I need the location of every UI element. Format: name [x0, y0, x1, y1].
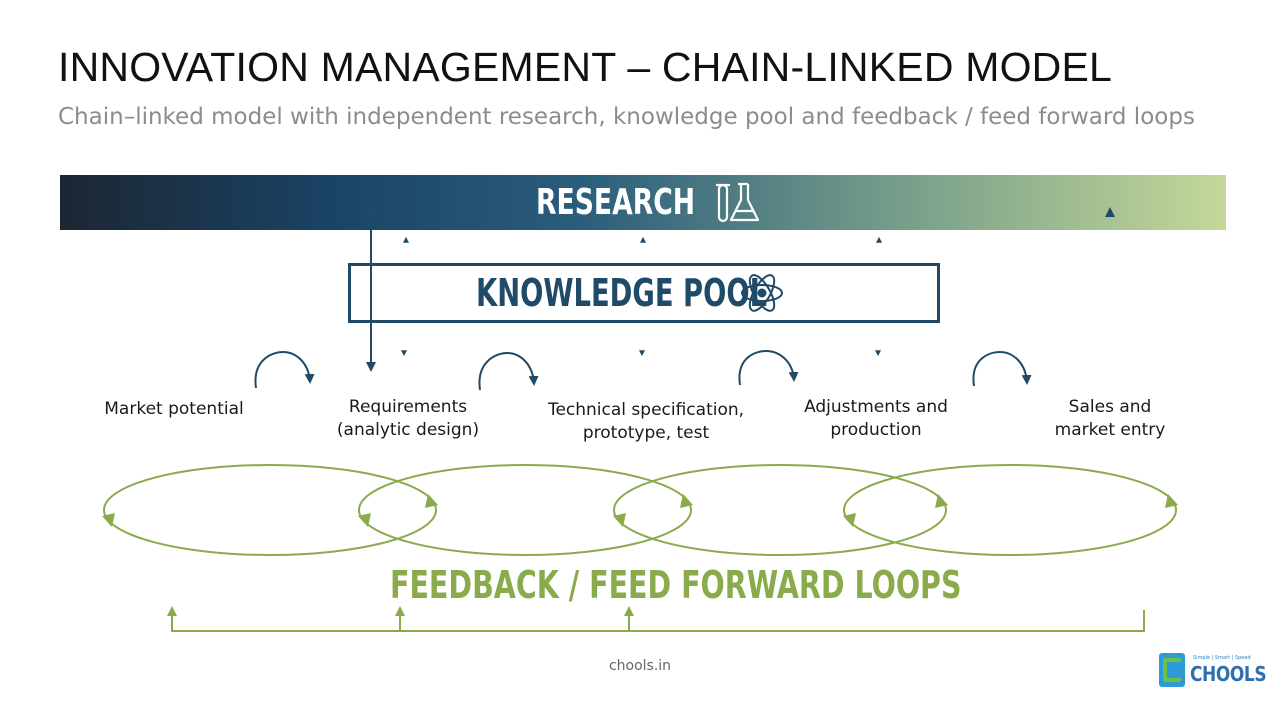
stage-sales-market-entry: Sales and market entry — [1054, 397, 1166, 440]
loop-arrowhead — [843, 513, 856, 527]
knowledge-pool-label: KNOWLEDGE POOL — [476, 271, 768, 315]
stage-transition-arrow — [972, 350, 1032, 387]
loop-arrowhead — [680, 494, 693, 508]
research-band — [60, 175, 1226, 230]
page-subtitle: Chain–linked model with independent rese… — [58, 104, 1195, 130]
chools-logo — [1159, 653, 1185, 687]
loop-arrowhead — [425, 494, 438, 508]
loop-arrowhead — [613, 513, 626, 527]
feedback-loops-label: FEEDBACK / FEED FORWARD LOOPS — [390, 563, 962, 607]
stage-market-potential: Market potential — [104, 399, 244, 419]
flask-icon — [716, 182, 760, 223]
feedback-bracket — [171, 610, 1145, 632]
feedback-loop — [358, 464, 692, 556]
feedback-loop — [613, 464, 947, 556]
loop-arrowhead — [358, 513, 371, 527]
feedback-loop — [103, 464, 437, 556]
loop-arrowhead — [1165, 494, 1178, 508]
research-label: RESEARCH — [536, 182, 696, 223]
atom-icon — [741, 274, 783, 312]
stage-transition-arrow — [478, 351, 539, 391]
logo-tagline: Simple | Smart | Speed — [1193, 655, 1251, 661]
loop-arrowhead — [102, 513, 115, 527]
loop-arrowhead — [935, 494, 948, 508]
footer-source: chools.in — [608, 658, 672, 674]
stage-transition-arrow — [738, 349, 799, 386]
stage-requirements: Requirements (analytic design) — [336, 397, 480, 440]
stage-technical-specification: Technical specification, prototype, test — [547, 400, 745, 443]
logo-wordmark: CHOOLS — [1190, 662, 1267, 686]
stage-transition-arrow — [254, 350, 315, 389]
feedback-loop — [843, 464, 1177, 556]
page-title: INNOVATION MANAGEMENT – CHAIN-LINKED MOD… — [58, 44, 1113, 90]
stage-adjustments-production: Adjustments and production — [804, 397, 948, 440]
knowledge-pool-box — [348, 263, 940, 323]
